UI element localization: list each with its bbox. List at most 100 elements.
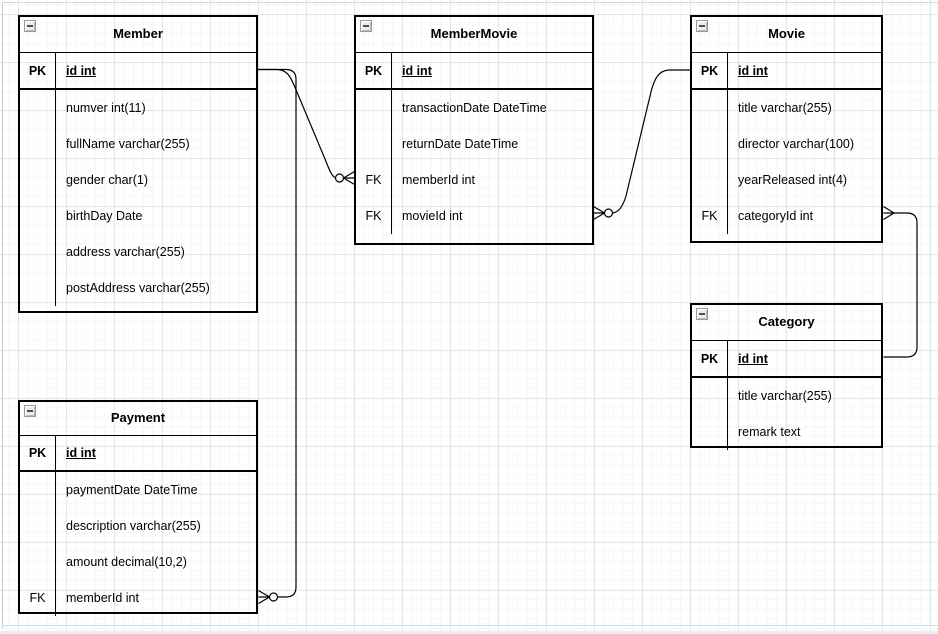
field-cell: movieId int: [402, 209, 463, 223]
crowsfoot-many-icon: [883, 205, 895, 221]
table-row[interactable]: transactionDate DateTime: [356, 90, 592, 126]
table-row[interactable]: title varchar(255): [692, 378, 881, 414]
table-row[interactable]: FK memberId int: [356, 162, 592, 198]
table-row[interactable]: fullName varchar(255): [20, 126, 256, 162]
minus-glyph: [699, 313, 705, 315]
table-row[interactable]: remark text: [692, 414, 881, 450]
key-cell: [20, 234, 56, 270]
key-cell: PK: [20, 53, 56, 88]
collapse-minus-icon[interactable]: [696, 308, 708, 320]
key-cell: FK: [356, 162, 392, 198]
table-title: Payment: [110, 410, 166, 425]
table-row[interactable]: gender char(1): [20, 162, 256, 198]
table-row[interactable]: yearReleased int(4): [692, 162, 881, 198]
page-boundary-top: [2, 2, 938, 3]
table-header[interactable]: Payment: [20, 402, 256, 436]
field-cell: transactionDate DateTime: [402, 101, 547, 115]
key-cell: PK: [20, 436, 56, 470]
table-title: Category: [758, 314, 815, 329]
relation-member-payment[interactable]: [258, 68, 297, 605]
table-row[interactable]: amount decimal(10,2): [20, 544, 256, 580]
field-cell: description varchar(255): [66, 519, 201, 533]
key-cell: [20, 90, 56, 126]
page-boundary-left: [2, 2, 3, 628]
entity-table-payment[interactable]: Payment PK id int paymentDate DateTime d…: [18, 400, 258, 616]
table-title: Movie: [768, 26, 805, 41]
key-cell: [20, 162, 56, 198]
table-row[interactable]: FK categoryId int: [692, 198, 881, 234]
table-header[interactable]: Movie: [692, 17, 881, 53]
table-row[interactable]: paymentDate DateTime: [20, 472, 256, 508]
table-row-pk[interactable]: PK id int: [20, 53, 256, 90]
table-header[interactable]: MemberMovie: [356, 17, 592, 53]
key-cell: [20, 270, 56, 306]
collapse-minus-icon[interactable]: [24, 20, 36, 32]
relation-movie-membermovie[interactable]: [593, 69, 691, 221]
crowsfoot-zero-or-many-icon: [593, 205, 605, 221]
key-cell: [20, 472, 56, 508]
key-cell: FK: [20, 580, 56, 616]
key-cell: FK: [692, 198, 728, 234]
table-header[interactable]: Category: [692, 305, 881, 341]
table-row[interactable]: description varchar(255): [20, 508, 256, 544]
field-cell: numver int(11): [66, 101, 146, 115]
table-header[interactable]: Member: [20, 17, 256, 53]
key-cell: PK: [692, 341, 728, 376]
field-cell: address varchar(255): [66, 245, 185, 259]
entity-table-member[interactable]: Member PK id int numver int(11) fullName…: [18, 15, 258, 313]
table-row[interactable]: postAddress varchar(255): [20, 270, 256, 306]
key-cell: [20, 126, 56, 162]
field-cell: categoryId int: [738, 209, 814, 223]
page-boundary-bottom: [2, 625, 938, 626]
field-cell: id int: [402, 63, 432, 78]
collapse-minus-icon[interactable]: [696, 20, 708, 32]
key-cell: PK: [356, 53, 392, 88]
relation-category-movie[interactable]: [883, 205, 918, 358]
table-row[interactable]: FK memberId int: [20, 580, 256, 616]
table-row[interactable]: birthDay Date: [20, 198, 256, 234]
minus-glyph: [699, 25, 705, 27]
collapse-minus-icon[interactable]: [360, 20, 372, 32]
entity-table-membermovie[interactable]: MemberMovie PK id int transactionDate Da…: [354, 15, 594, 245]
table-row-pk[interactable]: PK id int: [692, 341, 881, 378]
key-cell: [692, 162, 728, 198]
field-cell: amount decimal(10,2): [66, 555, 187, 569]
field-cell: paymentDate DateTime: [66, 483, 198, 497]
field-cell: gender char(1): [66, 173, 148, 187]
table-row-pk[interactable]: PK id int: [20, 436, 256, 472]
key-cell: [20, 544, 56, 580]
table-row[interactable]: title varchar(255): [692, 90, 881, 126]
field-cell: id int: [66, 446, 96, 460]
entity-table-movie[interactable]: Movie PK id int title varchar(255) direc…: [690, 15, 883, 243]
field-cell: title varchar(255): [738, 101, 832, 115]
key-cell: [692, 378, 728, 414]
table-row[interactable]: FK movieId int: [356, 198, 592, 234]
field-cell: remark text: [738, 425, 801, 439]
table-row[interactable]: director varchar(100): [692, 126, 881, 162]
canvas-bottom-strip: [0, 631, 938, 634]
field-cell: yearReleased int(4): [738, 173, 848, 187]
relation-member-membermovie[interactable]: [258, 68, 355, 186]
key-cell: [20, 508, 56, 544]
field-cell: memberId int: [66, 591, 139, 605]
field-cell: id int: [738, 351, 768, 366]
table-row[interactable]: address varchar(255): [20, 234, 256, 270]
field-cell: birthDay Date: [66, 209, 143, 223]
minus-glyph: [363, 25, 369, 27]
entity-table-category[interactable]: Category PK id int title varchar(255) re…: [690, 303, 883, 450]
field-cell: memberId int: [402, 173, 475, 187]
crowsfoot-zero-or-many-icon: [258, 589, 270, 605]
field-cell: title varchar(255): [738, 389, 832, 403]
key-cell: [692, 126, 728, 162]
table-row[interactable]: returnDate DateTime: [356, 126, 592, 162]
key-cell: FK: [356, 198, 392, 234]
table-row[interactable]: numver int(11): [20, 90, 256, 126]
key-cell: [20, 198, 56, 234]
minus-glyph: [27, 25, 33, 27]
table-row-pk[interactable]: PK id int: [356, 53, 592, 90]
table-row-pk[interactable]: PK id int: [692, 53, 881, 90]
collapse-minus-icon[interactable]: [24, 405, 36, 417]
field-cell: id int: [66, 63, 96, 78]
